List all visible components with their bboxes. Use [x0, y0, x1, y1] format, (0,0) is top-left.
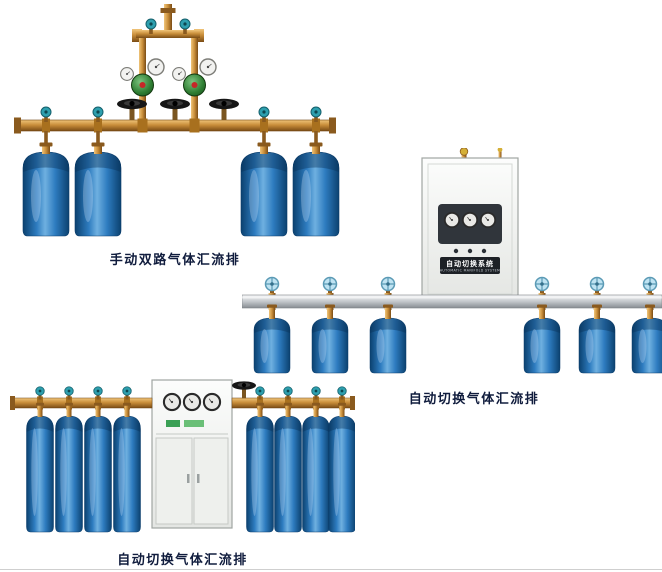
door-handle: [187, 474, 190, 483]
gas-cylinder: [22, 142, 70, 237]
pressure-gauge: [461, 211, 479, 229]
indicator-light: [481, 248, 487, 254]
pressure-gauge: [162, 392, 182, 412]
pressure-regulator-left: [120, 38, 165, 122]
gas-cylinder: [302, 402, 330, 533]
pressure-gauge: [120, 67, 134, 81]
inlet-header-pipe: [132, 4, 204, 42]
gas-cylinder: [84, 402, 112, 533]
manual-dual-manifold-section: 手动双路气体汇流排: [8, 4, 342, 268]
cabinet-label: 自动切换系统: [446, 259, 494, 268]
gas-cylinder: [369, 304, 407, 374]
auto-switch-manifold-bottom-illustration: [10, 379, 355, 533]
hand-wheel: [209, 98, 239, 120]
product-caption: 自动切换气体汇流排: [117, 553, 248, 568]
control-cabinet: 自动切换系统 AUTOMATIC MANIFOLD SYSTEM: [421, 148, 519, 301]
indicator-light: [453, 248, 459, 254]
label-sticker: [166, 420, 180, 427]
manual-dual-manifold-illustration: [14, 4, 340, 237]
label-sticker: [184, 420, 204, 427]
pressure-gauge: [147, 58, 165, 76]
outlet-valve-knob: [459, 148, 469, 156]
collection-pipe: [14, 117, 336, 134]
pressure-gauge: [479, 211, 497, 229]
door-handle: [197, 474, 200, 483]
hand-wheel: [232, 381, 256, 399]
pressure-gauge: [172, 67, 186, 81]
pressure-gauge: [199, 58, 217, 76]
page-bottom-rule: [0, 569, 662, 570]
vent-pipe-cap: [497, 148, 503, 152]
gas-cylinder: [113, 402, 141, 533]
cabinet-door-left: [155, 437, 193, 525]
pressure-regulator-right: [172, 38, 217, 122]
gas-cylinder: [328, 402, 355, 533]
gas-cylinder: [26, 402, 54, 533]
cabinet-label-plate: [440, 257, 500, 274]
product-caption: 手动双路气体汇流排: [109, 253, 241, 268]
gas-cylinder: [274, 402, 302, 533]
vent-pipe: [498, 148, 502, 160]
collection-pipe: [242, 294, 662, 309]
gas-cylinder: [74, 142, 122, 237]
gas-cylinder: [311, 304, 349, 374]
auto-switch-manifold-section: 自动切换系统 AUTOMATIC MANIFOLD SYSTEM: [242, 148, 662, 407]
pressure-gauge: [182, 392, 202, 412]
pressure-gauge: [202, 392, 222, 412]
pressure-gauge: [443, 211, 461, 229]
gas-cylinder: [253, 304, 291, 374]
gas-cylinder: [55, 402, 83, 533]
hand-wheel: [160, 98, 190, 120]
auto-switch-manifold-illustration: 自动切换系统 AUTOMATIC MANIFOLD SYSTEM: [242, 148, 662, 374]
collection-pipe: [10, 396, 355, 410]
cabinet-sublabel: AUTOMATIC MANIFOLD SYSTEM: [440, 269, 500, 273]
cylinder-branch: [42, 118, 320, 146]
gas-cylinder: [631, 304, 662, 374]
control-cabinet: [151, 379, 233, 529]
gas-cylinder: [578, 304, 616, 374]
product-caption: 自动切换气体汇流排: [408, 392, 540, 407]
cabinet-door-right: [193, 437, 229, 525]
gas-cylinder: [246, 402, 274, 533]
auto-switch-manifold-bottom-section: 自动切换气体汇流排: [10, 376, 355, 568]
gas-cylinder: [523, 304, 561, 374]
indicator-light: [467, 248, 473, 254]
